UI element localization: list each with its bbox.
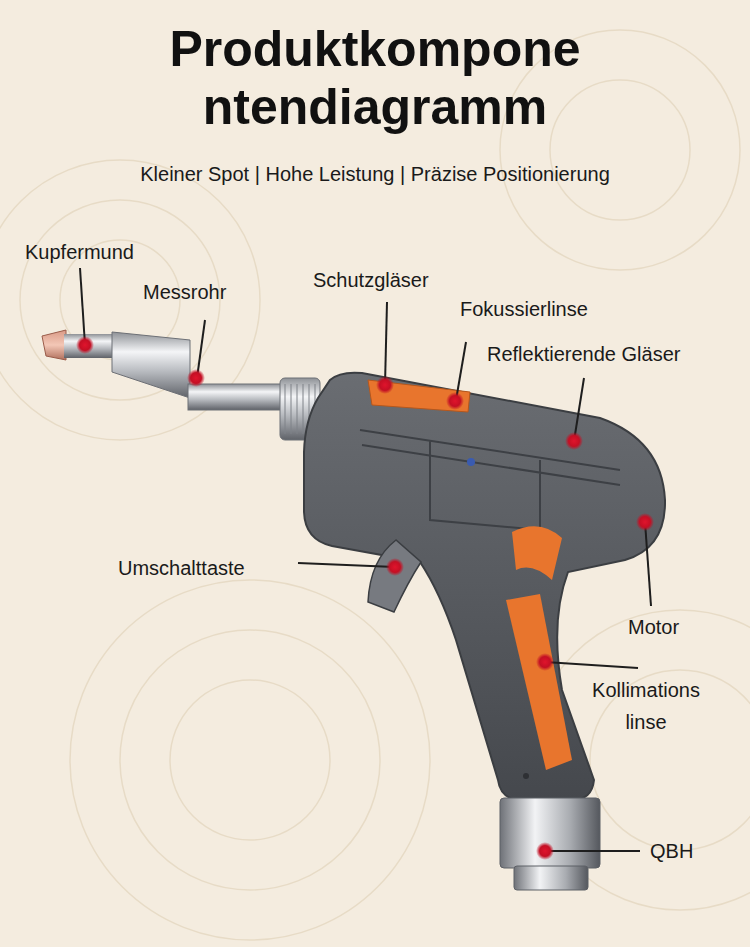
part-label: Messrohr: [143, 279, 226, 305]
copper-tip: [42, 330, 66, 360]
callout-dot: [565, 432, 583, 450]
leader-line: [80, 268, 85, 345]
callout-dot: [376, 376, 394, 394]
part-label: Fokussierlinse: [460, 296, 588, 322]
part-label: Kupfermund: [25, 239, 134, 265]
body-grooves: [360, 430, 620, 530]
rod: [188, 384, 288, 410]
screw: [523, 773, 529, 779]
part-label: QBH: [650, 838, 693, 864]
leader-line: [385, 302, 387, 385]
measuring-tube: [112, 332, 190, 398]
leader-line: [298, 563, 395, 567]
part-label: Kollimations linse: [580, 674, 712, 738]
part-label: Schutzgläser: [313, 267, 429, 293]
callout-dot: [386, 558, 404, 576]
part-label: Reflektierende Gläser: [487, 341, 680, 367]
ring: [70, 580, 430, 940]
callout-dot: [536, 842, 554, 860]
leader-line: [545, 850, 640, 852]
ring: [170, 680, 330, 840]
grip-insert: [506, 594, 572, 770]
inner-tube: [64, 334, 114, 358]
gun-body: [304, 373, 665, 800]
leader-line: [645, 522, 651, 606]
page-title: Produktkompone ntendiagramm: [125, 20, 625, 136]
subtitle: Kleiner Spot | Hohe Leistung | Präzise P…: [20, 161, 730, 187]
part-label: Motor: [628, 614, 679, 640]
leader-line: [456, 342, 466, 400]
trigger: [368, 540, 421, 612]
callout-dots: [76, 336, 654, 860]
callout-dot: [187, 369, 205, 387]
background-rings: [0, 30, 750, 940]
orange-accent: [512, 526, 562, 580]
ring: [550, 80, 690, 220]
callout-dot: [636, 513, 654, 531]
qbh-ring: [514, 866, 588, 890]
ring: [120, 630, 380, 890]
part-label: Umschalttaste: [118, 555, 245, 581]
indicator: [467, 458, 475, 466]
callout-dot: [536, 653, 554, 671]
qbh-connector: [500, 798, 600, 868]
welding-gun: [42, 330, 665, 890]
callout-dot: [446, 392, 464, 410]
callout-dot: [76, 336, 94, 354]
leader-line: [574, 378, 584, 441]
leader-line: [545, 662, 638, 668]
